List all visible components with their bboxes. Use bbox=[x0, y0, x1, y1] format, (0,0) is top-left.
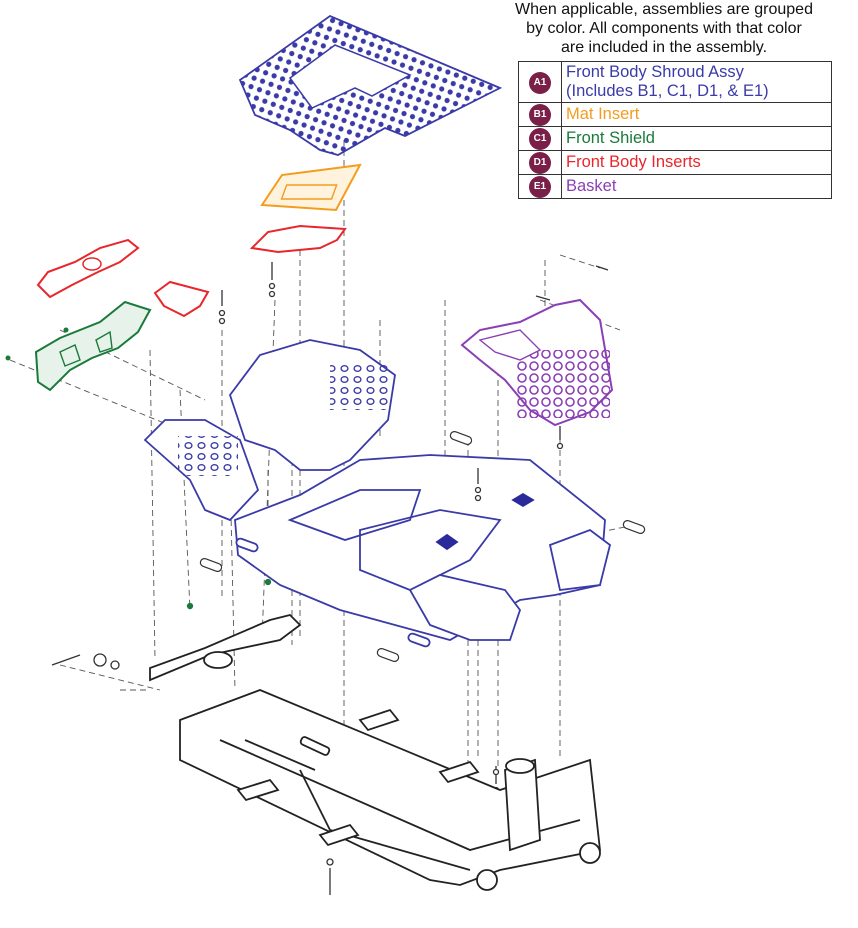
oval-spacers bbox=[199, 431, 646, 662]
front-body-insert-left bbox=[36, 238, 140, 299]
front-body-insert-right bbox=[249, 224, 347, 254]
front-body-insert-center bbox=[153, 280, 210, 318]
mat-insert-part bbox=[260, 163, 362, 212]
legend-row-c1: C1 Front Shield bbox=[518, 126, 832, 151]
badge-c1: C1 bbox=[529, 128, 551, 150]
assembly-note: When applicable, assemblies are grouped … bbox=[470, 0, 858, 57]
assembly-note-line-2: by color. All components with that color bbox=[526, 20, 802, 37]
badge-d1: D1 bbox=[529, 152, 551, 174]
assembly-note-line-1: When applicable, assemblies are grouped bbox=[515, 1, 813, 18]
legend-row-d1: D1 Front Body Inserts bbox=[518, 150, 832, 175]
legend-row-a1: A1 Front Body Shroud Assy (Includes B1, … bbox=[518, 61, 832, 103]
badge-b1: B1 bbox=[529, 104, 551, 126]
basket-part bbox=[460, 298, 614, 427]
assembly-note-line-3: are included in the assembly. bbox=[560, 39, 768, 56]
legend-text-a1-line1: Front Body Shroud Assy bbox=[566, 63, 744, 81]
legend-row-e1: E1 Basket bbox=[518, 174, 832, 199]
legend-text-c1: Front Shield bbox=[561, 126, 832, 151]
legend-label-a1: Front Body Shroud Assy (Includes B1, C1,… bbox=[561, 61, 832, 103]
scooter-frame bbox=[149, 614, 601, 891]
hardware-screws bbox=[51, 262, 609, 895]
badge-a1: A1 bbox=[529, 71, 551, 94]
mat-overlay-part bbox=[238, 14, 503, 156]
badge-e1: E1 bbox=[529, 176, 551, 198]
assembly-legend: A1 Front Body Shroud Assy (Includes B1, … bbox=[518, 61, 832, 199]
legend-text-e1: Basket bbox=[561, 174, 832, 199]
front-body-shroud bbox=[143, 339, 612, 648]
legend-text-d1: Front Body Inserts bbox=[561, 150, 832, 175]
front-shield-part bbox=[5, 300, 152, 392]
legend-text-a1-line2: (Includes B1, C1, D1, & E1) bbox=[566, 82, 769, 100]
